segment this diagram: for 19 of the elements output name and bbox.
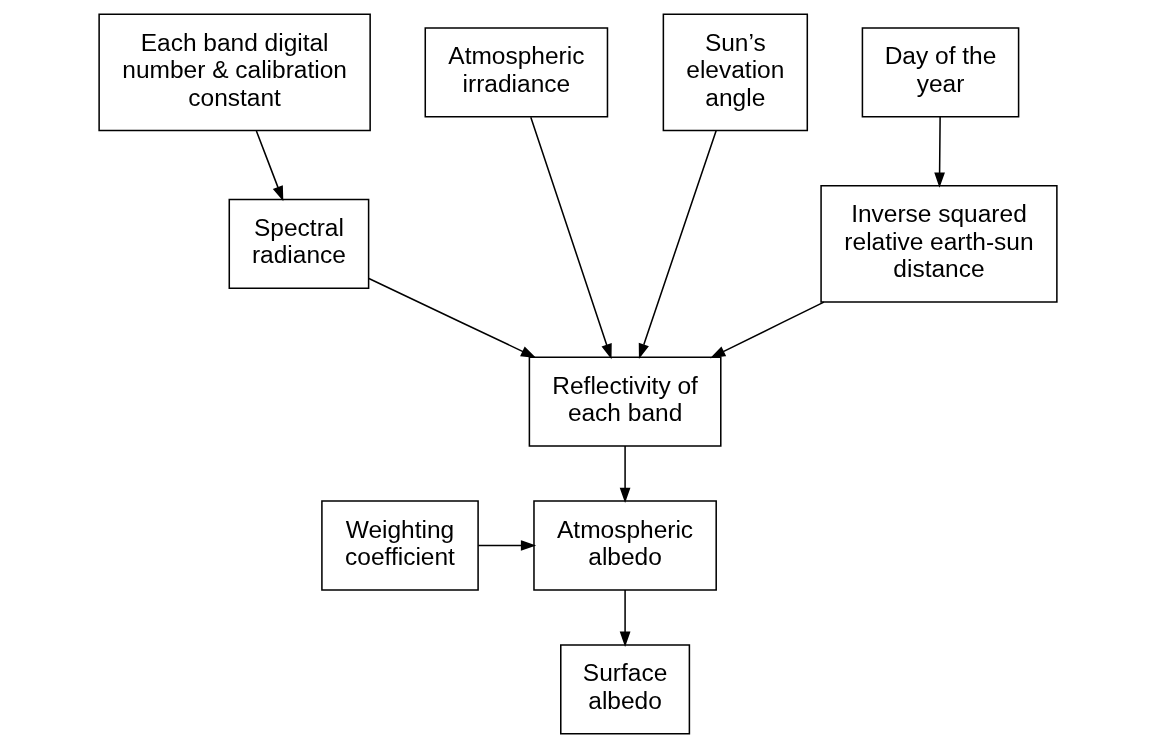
node-box: Spectral radiance: [228, 198, 369, 289]
arrow: [709, 301, 825, 359]
arrow: [638, 129, 717, 360]
node-box: Atmospheric irradiance: [424, 27, 608, 118]
node-box: Sun’s elevation angle: [662, 13, 808, 132]
arrow: [619, 445, 630, 503]
node-box: Inverse squared relative earth-sun distance: [819, 184, 1058, 303]
arrow: [255, 130, 283, 202]
arrow: [367, 277, 536, 358]
node-box: Surface albedo: [559, 644, 690, 735]
node-box: Weighting coefficient: [320, 500, 479, 591]
arrow: [619, 589, 630, 647]
node-box: Each band digital number & calibration constant: [97, 13, 371, 132]
arrow: [933, 116, 945, 188]
node-box: Atmospheric albedo: [532, 500, 717, 591]
arrow: [529, 116, 612, 360]
arrow: [477, 540, 536, 551]
node-box: Reflectivity of each band: [528, 356, 722, 447]
node-box: Day of the year: [861, 27, 1019, 118]
